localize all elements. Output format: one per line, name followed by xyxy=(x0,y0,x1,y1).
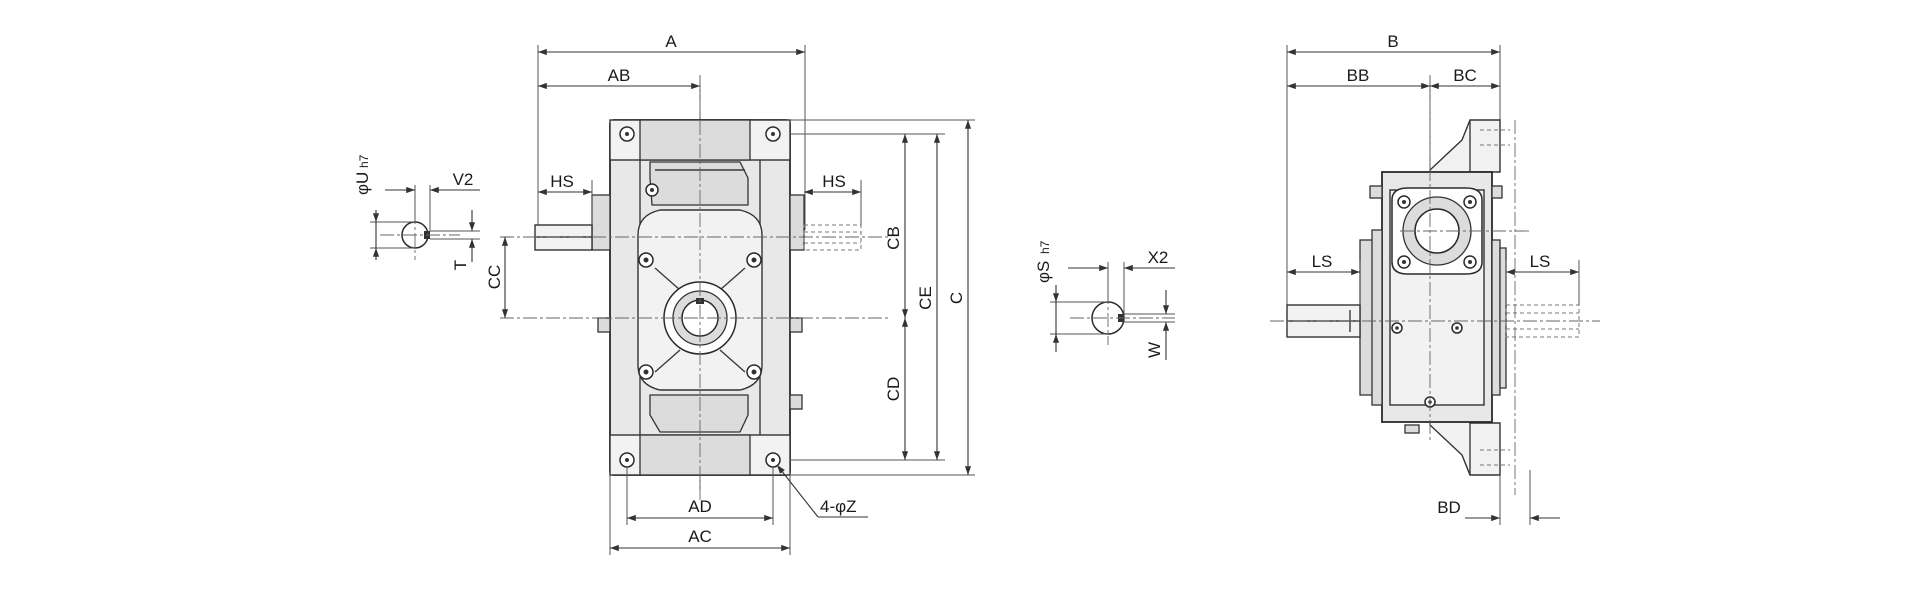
dim-label-z-holes: 4-φZ xyxy=(820,497,857,516)
dim-label-bd: BD xyxy=(1437,498,1461,517)
front-view: A AB HS HS CC CB CD CE C xyxy=(485,32,975,555)
dim-label-ac: AC xyxy=(688,527,712,546)
shaft-u-section: φU h7 V2 T xyxy=(353,154,480,270)
dim-label-u: φU xyxy=(353,172,372,195)
dim-label-w: W xyxy=(1145,342,1164,358)
dim-label-s: φS xyxy=(1034,261,1053,283)
dim-label-t: T xyxy=(451,260,470,270)
dim-label-ad: AD xyxy=(688,497,712,516)
dim-label-a: A xyxy=(665,32,677,51)
screw-icon xyxy=(638,183,762,380)
dim-label-c: C xyxy=(947,292,966,304)
dim-label-bb: BB xyxy=(1347,66,1370,85)
shaft-s-section: φS h7 X2 W xyxy=(1034,240,1175,360)
dim-label-bc: BC xyxy=(1453,66,1477,85)
dim-label-x2: X2 xyxy=(1148,248,1169,267)
dim-label-ab: AB xyxy=(608,66,631,85)
dim-label-u-tol: h7 xyxy=(357,154,371,168)
dim-label-hs-left: HS xyxy=(550,172,574,191)
dim-label-s-tol: h7 xyxy=(1038,240,1052,254)
dim-label-cb: CB xyxy=(884,226,903,250)
dim-label-b: B xyxy=(1387,32,1398,51)
dim-label-ls-right: LS xyxy=(1530,252,1551,271)
dim-label-ls-left: LS xyxy=(1312,252,1333,271)
dim-label-v2: V2 xyxy=(453,170,474,189)
dim-label-cd: CD xyxy=(884,377,903,402)
dim-label-cc: CC xyxy=(485,265,504,290)
side-view: B BB BC LS LS BD xyxy=(1270,32,1600,525)
dim-label-ce: CE xyxy=(916,286,935,310)
dim-label-hs-right: HS xyxy=(822,172,846,191)
